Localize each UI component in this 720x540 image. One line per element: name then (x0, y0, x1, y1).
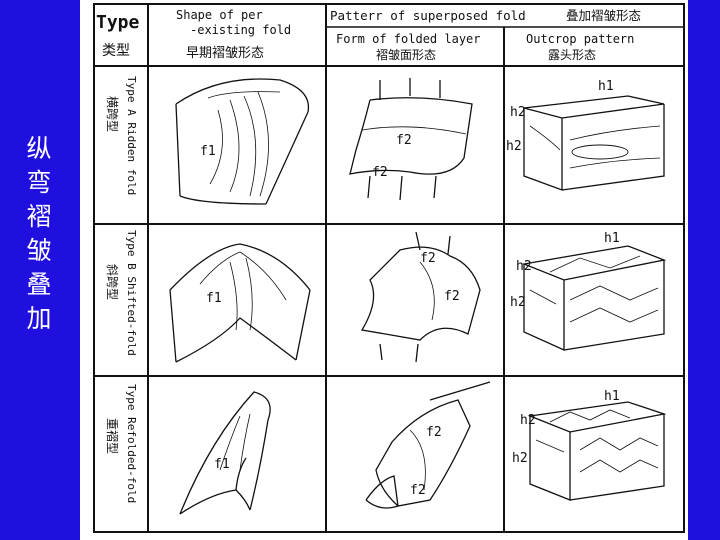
row-type-cn: 横跨型 (105, 96, 119, 132)
row-type-en: Type B Shifted-fold (125, 230, 138, 356)
header-pattern-cn: 叠加褶皱形态 (566, 8, 641, 23)
header-pattern-en: Patterr of superposed fold (330, 8, 526, 23)
header-outcrop-cn: 露头形态 (548, 48, 596, 62)
header-shape-en-1: Shape of per (176, 8, 263, 22)
preexisting-fold-drawing (179, 391, 271, 515)
side-title-char: 皱 (26, 236, 52, 265)
row-type-refolded: Type Refolded-fold 重褶型 f1 f2 f2 (105, 381, 667, 515)
label-f2: f2 (444, 289, 460, 304)
side-title-char: 纵 (26, 134, 52, 163)
label-h1: h1 (604, 389, 620, 404)
label-h2: h2 (520, 413, 536, 428)
outcrop-block-drawing (527, 401, 667, 501)
label-f2: f2 (372, 165, 388, 180)
header-type-cn: 类型 (102, 43, 130, 59)
row-type-cn: 斜跨型 (105, 264, 119, 300)
header-form-en: Form of folded layer (336, 32, 481, 46)
label-f2: f2 (396, 133, 412, 148)
label-h2: h2 (512, 451, 528, 466)
header-shape-cn: 早期褶皱形态 (186, 45, 264, 61)
outcrop-block-drawing (523, 95, 665, 191)
row-type-a: Type A Ridden fold 横跨型 f1 f2 f2 (105, 76, 665, 205)
table-grid (93, 3, 685, 533)
label-f2: f2 (426, 425, 442, 440)
label-h2: h2 (516, 259, 532, 274)
header-shape-en-2: -existing fold (190, 23, 291, 37)
outcrop-block-drawing (521, 245, 667, 352)
header-outcrop-en: Outcrop pattern (526, 32, 634, 46)
side-title-char: 褶 (26, 202, 52, 231)
folded-layer-drawing (349, 78, 473, 201)
label-f1: f1 (200, 144, 216, 159)
header-form-cn: 褶皱面形态 (376, 47, 436, 62)
preexisting-fold-drawing (175, 78, 310, 205)
row-type-en: Type A Ridden fold (125, 76, 138, 195)
label-f1: f1 (206, 291, 222, 306)
row-type-cn: 重褶型 (105, 418, 120, 454)
side-title-char: 加 (26, 304, 52, 333)
label-f1: f1 (214, 457, 230, 472)
label-f2: f2 (420, 251, 436, 266)
label-h2: h2 (506, 139, 522, 154)
label-h2: h2 (510, 295, 526, 310)
side-title: 纵 弯 褶 皱 叠 加 (14, 132, 64, 336)
label-h1: h1 (598, 79, 614, 94)
label-h2: h2 (510, 105, 526, 120)
row-type-b: Type B Shifted-fold 斜跨型 f1 f2 f2 (105, 230, 667, 363)
folded-layer-drawing (360, 231, 481, 363)
side-title-char: 弯 (26, 168, 52, 197)
fold-classification-figure: Type 类型 Shape of per -existing fold 早期褶皱… (80, 0, 688, 540)
header-type-en: Type (96, 12, 140, 33)
side-title-char: 叠 (26, 270, 52, 299)
fold-table-svg: Type 类型 Shape of per -existing fold 早期褶皱… (93, 3, 685, 533)
label-h1: h1 (604, 231, 620, 246)
label-f2: f2 (410, 483, 426, 498)
row-type-en: Type Refolded-fold (125, 384, 138, 503)
preexisting-fold-drawing (169, 243, 311, 363)
folded-layer-drawing (365, 381, 491, 509)
